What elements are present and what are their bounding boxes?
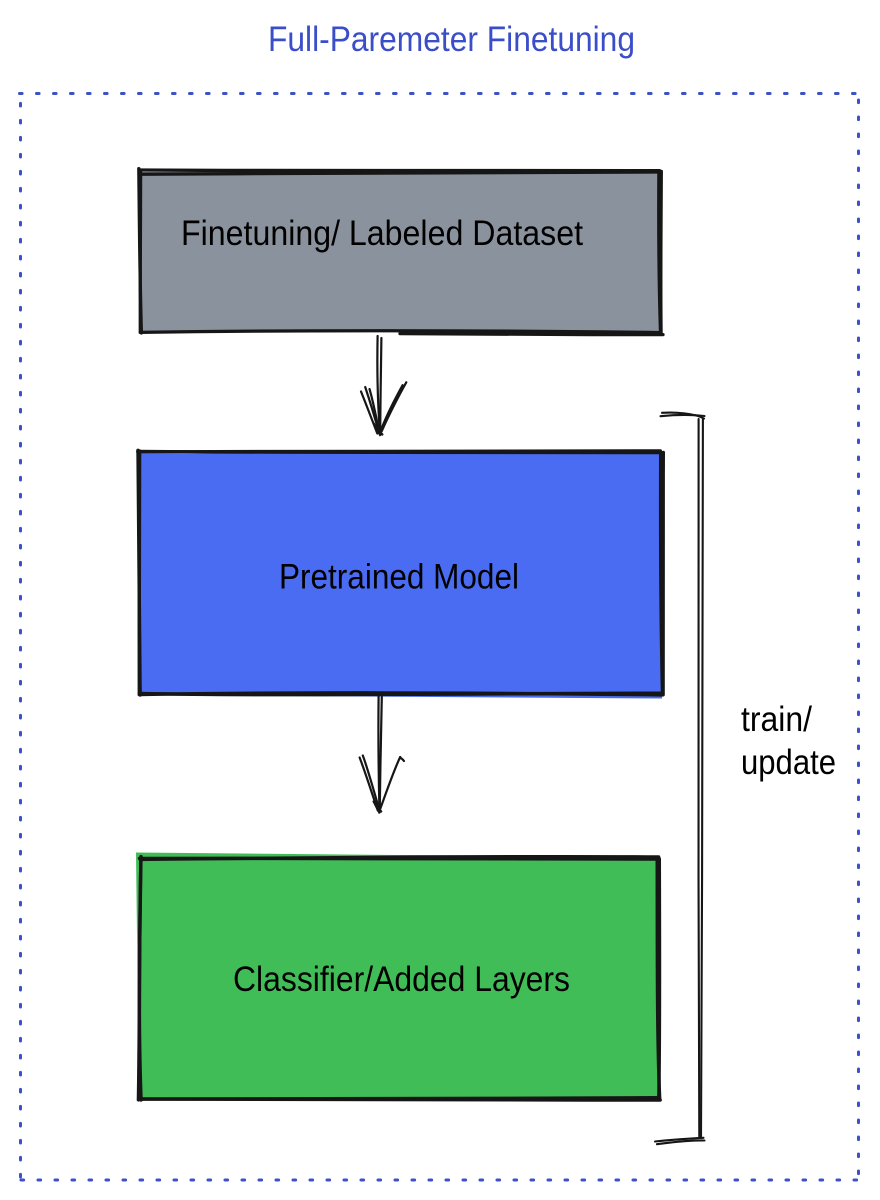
svg-text:update: update xyxy=(741,743,836,782)
svg-text:Full-Paremeter Finetuning: Full-Paremeter Finetuning xyxy=(268,20,635,59)
svg-text:train/: train/ xyxy=(741,700,812,739)
svg-text:Classifier/Added Layers: Classifier/Added Layers xyxy=(233,960,570,999)
svg-text:Pretrained Model: Pretrained Model xyxy=(279,557,519,596)
svg-text:Finetuning/ Labeled Dataset: Finetuning/ Labeled Dataset xyxy=(181,214,583,253)
